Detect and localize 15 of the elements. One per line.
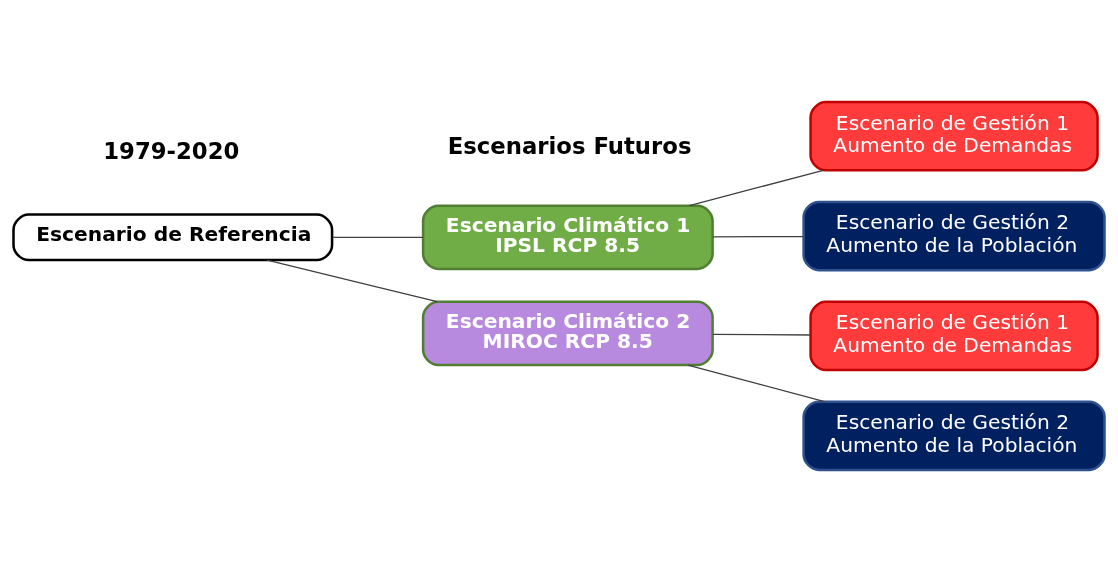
label: Escenarios Futuros xyxy=(447,132,692,159)
connector xyxy=(712,235,805,237)
connector xyxy=(266,258,438,302)
node-box: Escenario de Gestión 2 Aumento de la Población xyxy=(802,200,1106,271)
node-box: Escenario de Referencia xyxy=(12,212,334,261)
node-box: Escenario de Gestión 1 Aumento de Demandas xyxy=(809,100,1099,172)
node-box: Escenario de Gestión 1 Aumento de Demandas xyxy=(809,300,1099,371)
node-box: Escenario Climático 2 MIROC RCP 8.5 xyxy=(421,300,714,366)
connector xyxy=(712,333,811,336)
label: 1979-2020 xyxy=(103,137,240,164)
node-box: Escenario Climático 1 IPSL RCP 8.5 xyxy=(421,203,714,270)
connector xyxy=(688,169,824,206)
connector xyxy=(331,236,424,238)
node-box: Escenario de Gestión 2 Aumento de la Población xyxy=(802,399,1106,471)
connector xyxy=(687,363,826,402)
